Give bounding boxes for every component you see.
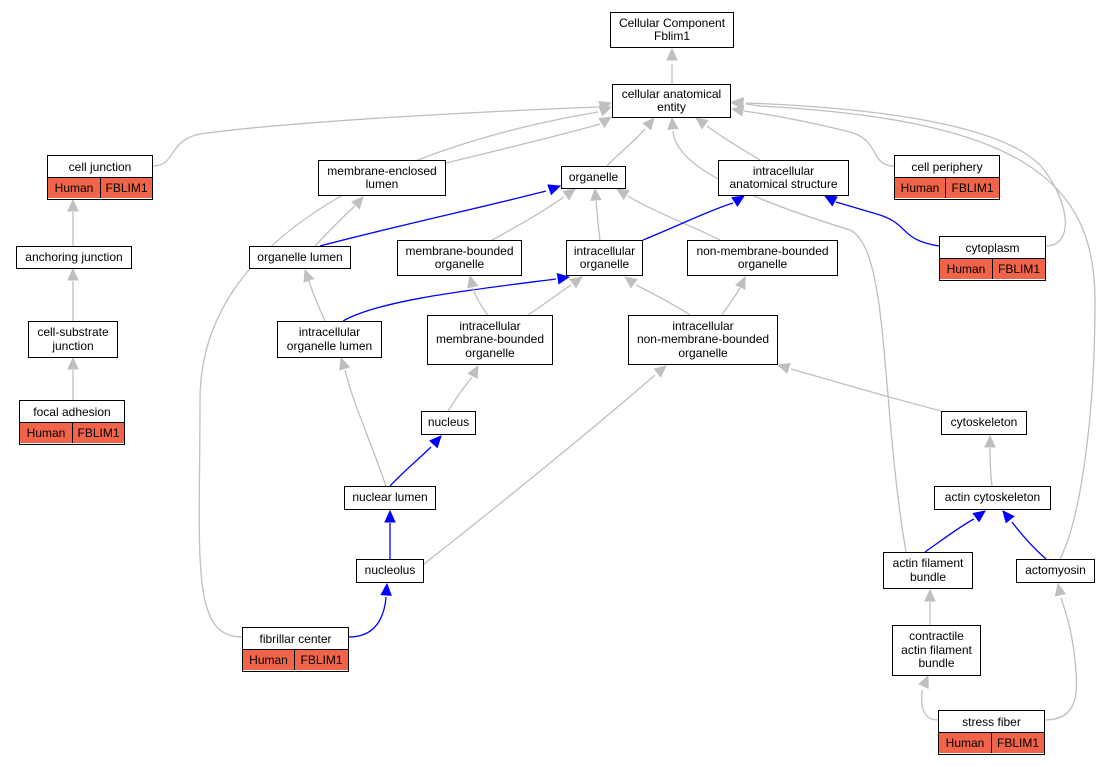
node-label: cytoplasm [940,237,1045,259]
node-anchoring-junction[interactable]: anchoring junction [16,246,132,269]
edge-nucleolus-to-inmbo [423,365,667,565]
edge-csj-to-anchoring [67,267,79,321]
gene-cell: FBLIM1 [77,426,120,440]
species-cell: Human [20,423,73,443]
node-label: cell periphery [895,156,999,178]
edge-afb-to-actincyto [924,510,986,553]
edge-io-to-organelle [590,187,602,241]
node-nucleus[interactable]: nucleus [421,411,476,435]
edge-iol-to-io [342,273,571,322]
edge-stressfiber-to-cafb [918,674,939,721]
edge-cae-to-root [666,47,678,84]
species-cell: Human [895,178,946,198]
node-nucleolus[interactable]: nucleolus [356,559,424,583]
edge-inmbo-to-io [624,276,691,316]
node-intracellular-membrane-bounded-organelle[interactable]: intracellular membrane-bounded organelle [427,315,553,365]
edge-focal-to-csj [67,356,79,400]
node-cell-substrate-junction[interactable]: cell-substrate junction [28,321,118,358]
edge-fibrillar-to-nucleolus [348,582,392,638]
edge-imbo-to-mbo [467,274,489,316]
edge-nucleolus-to-nuclearlumen [384,509,396,559]
edge-cytoskeleton-to-inmbo [776,362,942,412]
node-actin-cytoskeleton[interactable]: actin cytoskeleton [934,486,1051,510]
node-stress-fiber[interactable]: stress fiber Human FBLIM1 [938,710,1045,755]
node-label: stress fiber [939,711,1044,733]
node-non-membrane-bounded-organelle[interactable]: non-membrane-bounded organelle [687,240,838,276]
node-label: cell junction [48,156,152,178]
edge-organelle-to-cae [606,117,655,167]
node-fibrillar-center[interactable]: fibrillar center Human FBLIM1 [242,627,349,672]
edge-periphery-to-cae [730,105,895,167]
edge-nuclearlumen-to-iol [339,356,387,487]
edge-orglumen-to-mel [314,196,364,247]
node-membrane-bounded-organelle[interactable]: membrane-bounded organelle [397,240,522,276]
node-cellular-anatomical-entity[interactable]: cellular anatomical entity [612,84,731,118]
node-membrane-enclosed-lumen[interactable]: membrane-enclosed lumen [318,160,446,196]
edge-actomyosin-to-actincyto [1002,510,1047,560]
edge-ias-to-cae [695,117,761,161]
edge-afb-to-cae [667,116,907,553]
edge-stressfiber-to-actomyosin [1044,582,1078,721]
gene-cell: FBLIM1 [997,262,1040,276]
edge-imbo-to-io [527,276,583,316]
edge-actomyosin-to-cae [730,98,1096,560]
node-actin-filament-bundle[interactable]: actin filament bundle [883,552,973,589]
node-contractile-actin-filament-bundle[interactable]: contractile actin filament bundle [892,625,981,676]
edge-fibrillar-to-cae [198,105,613,638]
edge-nucleus-to-imbo [447,364,479,412]
edge-actincyto-to-cytoskeleton [984,434,996,487]
edge-mbo-to-organelle [491,188,576,241]
node-organelle-lumen[interactable]: organelle lumen [249,246,351,269]
gene-cell: FBLIM1 [300,653,343,667]
node-intracellular-organelle-lumen[interactable]: intracellular organelle lumen [277,321,382,358]
edge-mel-to-cae [445,116,613,164]
species-cell: Human [48,178,101,198]
node-cellular-component-fblim1[interactable]: Cellular Component Fblim1 [610,12,734,48]
species-cell: Human [243,650,295,670]
edge-cytoplasm-to-ias [823,195,940,247]
node-cytoskeleton[interactable]: cytoskeleton [941,411,1027,435]
node-cytoplasm[interactable]: cytoplasm Human FBLIM1 [939,236,1046,281]
edge-inmbo-to-nmbo [721,275,746,316]
node-intracellular-anatomical-structure[interactable]: intracellular anatomical structure [718,160,849,196]
gene-cell: FBLIM1 [951,181,994,195]
node-focal-adhesion[interactable]: focal adhesion Human FBLIM1 [19,400,125,445]
node-label: fibrillar center [243,628,348,650]
gene-cell: FBLIM1 [996,736,1039,750]
edge-nuclearlumen-to-nucleus [389,435,442,487]
node-intracellular-organelle[interactable]: intracellular organelle [566,240,643,276]
species-cell: Human [940,259,993,279]
node-label: focal adhesion [20,401,124,423]
node-cell-periphery[interactable]: cell periphery Human FBLIM1 [894,155,1000,200]
edge-cafb-to-afb [924,588,936,625]
edge-nmbo-to-organelle [615,188,721,241]
edge-io-to-ias [642,195,746,241]
node-organelle[interactable]: organelle [561,166,626,189]
edge-celljunction-to-cae [152,100,613,167]
node-cell-junction[interactable]: cell junction Human FBLIM1 [47,155,153,200]
edge-orglumen-to-organelle [319,184,562,247]
edge-iol-to-orglumen [303,268,326,322]
species-cell: Human [939,733,992,753]
edge-anchoring-to-celljunction [67,198,79,246]
node-nuclear-lumen[interactable]: nuclear lumen [344,486,436,510]
node-intracellular-non-membrane-bounded-organelle[interactable]: intracellular non-membrane-bounded organ… [628,315,778,365]
node-actomyosin[interactable]: actomyosin [1016,559,1095,583]
gene-cell: FBLIM1 [105,181,148,195]
